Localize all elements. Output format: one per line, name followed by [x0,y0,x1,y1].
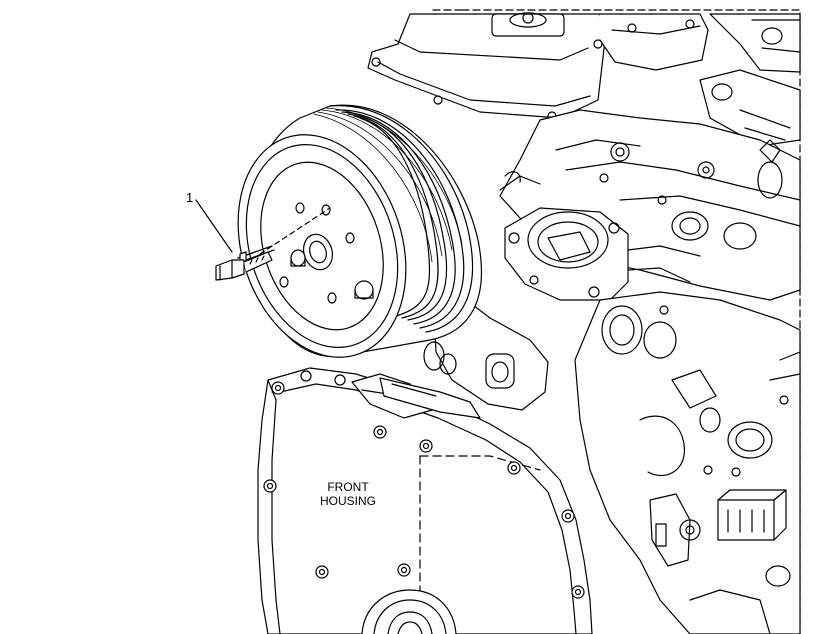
front-housing-label-line1: FRONT [327,480,369,494]
top-cover [367,12,801,147]
pulley-bolt [215,245,275,281]
callout-leader [195,199,331,255]
engine-block [574,291,801,634]
front-housing-label-line2: HOUSING [320,494,376,508]
crankshaft-seal [361,589,457,634]
callout-number-1: 1 [186,190,193,205]
cylinder-head [499,109,801,301]
thermostat-housing [504,207,701,301]
